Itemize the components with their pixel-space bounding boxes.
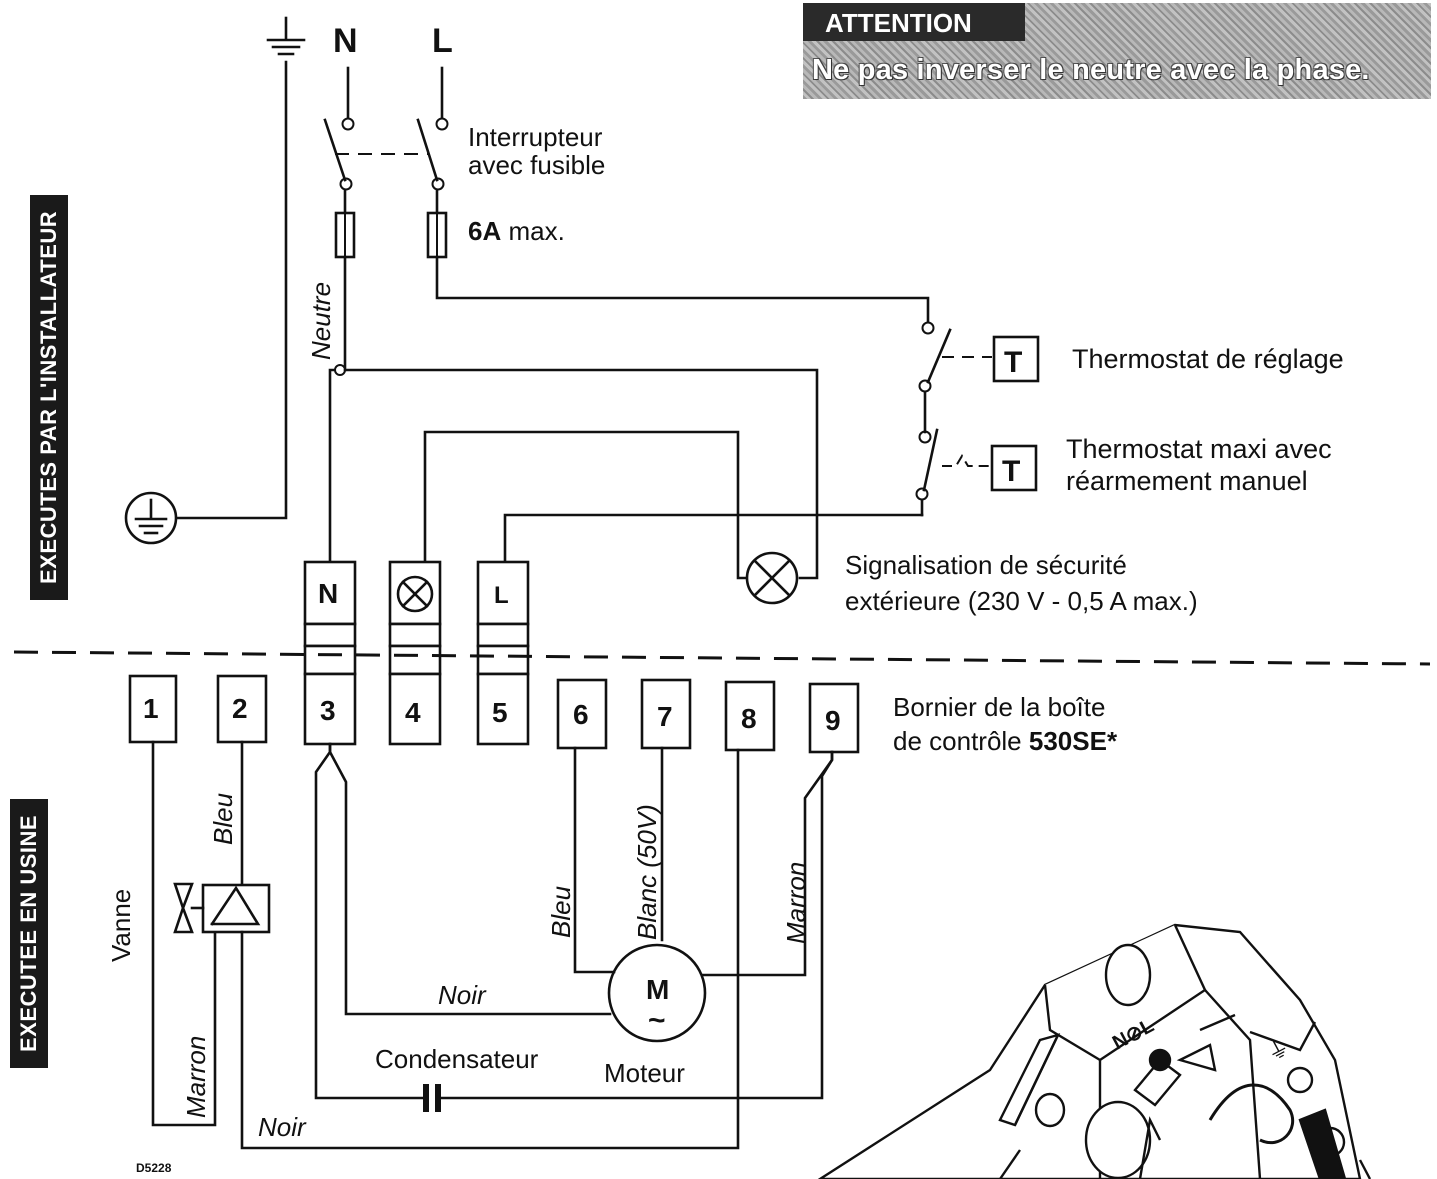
thermostat-reglage-contact [918,321,992,434]
thermostat-reglage-box [992,335,1040,383]
terminal-8-label: 8 [741,703,757,734]
live-wire [435,255,930,324]
separation-line [13,650,1431,666]
bornier-label-line2: de contrôle 530SE* [893,726,1118,756]
wire-label-vanne: Vanne [106,889,136,962]
terminal-4-label: 4 [405,697,421,728]
motor-tilde: ~ [648,1004,666,1037]
terminal-9 [808,682,860,754]
upper-terminal-L [476,560,530,626]
terminal-3 [303,672,357,746]
drawing-code: D5228 [136,1161,172,1175]
valve-wire-marron [151,740,217,1127]
wire-label-neutre: Neutre [306,282,336,360]
terminal-2-label: 2 [232,693,248,724]
terminal-7-label: 7 [657,701,673,732]
motor-wire-noir [328,742,612,1016]
terminal-2 [216,674,268,744]
upper-terminal-N-label: N [318,578,338,609]
signal-lamp [745,551,799,605]
double-pole-switch [323,66,449,191]
thermostat-reglage-symbol: T [1004,346,1022,379]
signal-label-line1: Signalisation de sécurité [845,550,1127,580]
earth-wire [176,60,288,520]
terminal-8 [724,680,776,752]
motor-symbol-label: M [646,974,669,1005]
wire-label-marron-motor: Marron [781,862,811,944]
terminal-1 [128,674,178,744]
neutral-to-lamp-wire [343,368,819,580]
motor-wire-marron [700,750,834,977]
terminal-5 [476,672,530,746]
fuse-rating: 6A max. [468,216,565,246]
capacitor-wire-left [314,742,425,1100]
terminal-4 [388,672,442,746]
capacitor-wire-right [438,750,834,1100]
capacitor-symbol [423,1084,441,1112]
attention-message: Ne pas inverser le neutre avec la phase. [812,54,1370,86]
wire-label-bleu-valve: Bleu [208,793,238,845]
thermostat-to-L-wire [503,513,924,564]
motor-label: Moteur [604,1058,685,1088]
wire-label-bleu-motor: Bleu [546,886,576,938]
switch-label-line1: Interrupteur [468,122,603,152]
bornier-label-line1: Bornier de la boîte [893,692,1105,722]
terminal-6 [556,678,608,750]
terminal-block: 1 2 3 4 5 6 7 8 9 [128,672,860,754]
mains-live-label: L [432,22,453,60]
wire-label-marron-valve: Marron [181,1036,211,1118]
terminal-3-label: 3 [320,695,336,726]
thermostat-maxi-label-line1: Thermostat maxi avec [1066,434,1332,464]
valve-symbol [173,882,205,934]
attention-title: ATTENTION [803,3,1025,41]
burner-illustration [817,923,1372,1179]
terminal-7 [640,678,692,750]
thermostat-maxi-label-line2: réarmement manuel [1066,466,1308,496]
terminal-9-label: 9 [825,705,841,736]
upper-terminal-lamp-symbol [396,575,434,613]
thermostat-maxi-symbol: T [1002,455,1020,488]
wire-label-noir-motor: Noir [438,980,487,1010]
wire-label-noir-bottom: Noir [258,1112,307,1142]
upper-terminal-L-label: L [494,582,509,609]
motor-wire-bleu [573,746,616,974]
earth-terminal-symbol [124,491,178,545]
motor-symbol [607,943,707,1043]
earth-symbol-top [266,16,306,56]
signal-label-line2: extérieure (230 V - 0,5 A max.) [845,586,1198,616]
thermostat-maxi-box [990,444,1038,492]
valve-return-wire [240,748,740,1150]
mains-neutral-label: N [333,22,358,60]
terminal-6-label: 6 [573,699,589,730]
wire-label-blanc: Blanc (50V) [632,804,662,940]
terminal-5-label: 5 [492,697,508,728]
thermostat-maxi-contact [915,428,992,517]
terminal-1-label: 1 [143,693,159,724]
terminal4-to-lamp-wire [423,430,748,580]
capacitor-label: Condensateur [375,1044,539,1074]
thermostat-reglage-label: Thermostat de réglage [1072,344,1344,374]
switch-label-line2: avec fusible [468,150,605,180]
